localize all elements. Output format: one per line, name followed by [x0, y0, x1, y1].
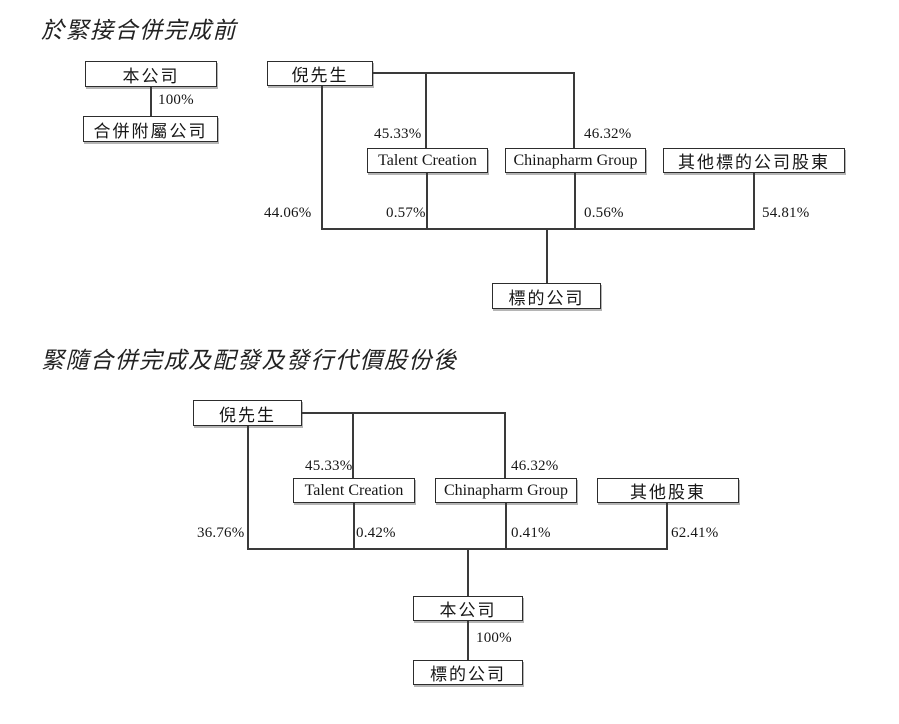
- before-pct-talent-target: 0.57%: [386, 205, 426, 221]
- connector-line: [573, 72, 575, 148]
- before-pct-ni-chinapharm: 46.32%: [584, 126, 632, 142]
- connector-line: [247, 426, 249, 549]
- after-merger-title: 緊隨合併完成及配發及發行代價股份後: [41, 348, 458, 373]
- before-pct-ni-talent: 45.33%: [374, 126, 422, 142]
- before-target-company-box: 標的公司: [492, 283, 601, 309]
- connector-line: [467, 621, 469, 660]
- before-chinapharm-group-box: Chinapharm Group: [505, 148, 646, 173]
- after-other-shareholders-box: 其他股東: [597, 478, 739, 503]
- connector-line: [150, 87, 152, 116]
- after-pct-chinapharm-company: 0.41%: [511, 525, 551, 541]
- after-chinapharm-group-box: Chinapharm Group: [435, 478, 577, 503]
- connector-line: [247, 548, 668, 550]
- before-pct-others-target: 54.81%: [762, 205, 810, 221]
- before-merger-subsidiary-box: 合併附屬公司: [83, 116, 218, 142]
- connector-line: [574, 173, 576, 229]
- after-pct-talent-company: 0.42%: [356, 525, 396, 541]
- after-talent-creation-box: Talent Creation: [293, 478, 415, 503]
- connector-line: [321, 228, 755, 230]
- before-pct-chinapharm-target: 0.56%: [584, 205, 624, 221]
- after-pct-ni-company: 36.76%: [197, 525, 245, 541]
- after-company-box: 本公司: [413, 596, 523, 621]
- connector-line: [353, 503, 355, 549]
- connector-line: [321, 86, 323, 229]
- connector-line: [352, 412, 354, 478]
- connector-line: [425, 72, 427, 148]
- connector-line: [753, 173, 755, 229]
- connector-line: [373, 72, 575, 74]
- before-pct-ni-target: 44.06%: [264, 205, 312, 221]
- before-merger-title: 於緊接合併完成前: [41, 18, 237, 43]
- before-pct-company-subsidiary: 100%: [158, 92, 194, 108]
- connector-line: [504, 412, 506, 478]
- connector-line: [302, 412, 506, 414]
- after-pct-others-company: 62.41%: [671, 525, 719, 541]
- before-other-target-shareholders-box: 其他標的公司股東: [663, 148, 845, 173]
- connector-line: [546, 228, 548, 283]
- connector-line: [505, 503, 507, 549]
- after-pct-ni-talent: 45.33%: [305, 458, 353, 474]
- before-company-box: 本公司: [85, 61, 217, 87]
- connector-line: [467, 548, 469, 596]
- before-mr-ni-box: 倪先生: [267, 61, 373, 86]
- after-target-company-box: 標的公司: [413, 660, 523, 685]
- connector-line: [666, 503, 668, 549]
- after-mr-ni-box: 倪先生: [193, 400, 302, 426]
- after-pct-company-target: 100%: [476, 630, 512, 646]
- after-pct-ni-chinapharm: 46.32%: [511, 458, 559, 474]
- before-talent-creation-box: Talent Creation: [367, 148, 488, 173]
- connector-line: [426, 173, 428, 229]
